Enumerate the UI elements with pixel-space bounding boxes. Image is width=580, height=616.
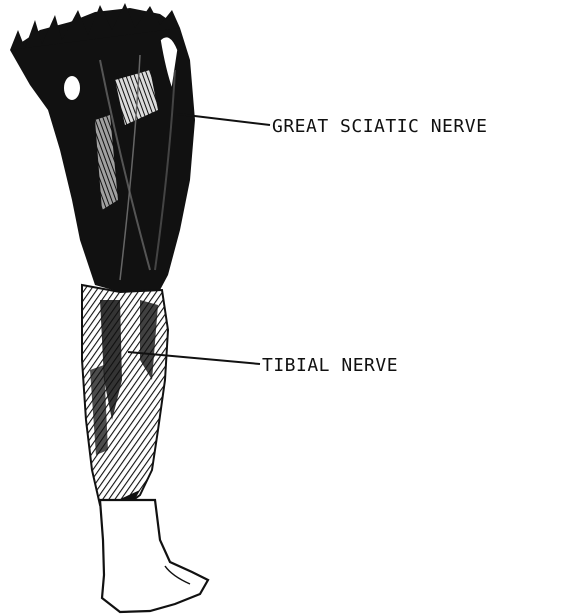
thigh-muscles: [10, 3, 195, 292]
tibial-nerve-label: TIBIAL NERVE: [262, 357, 398, 375]
great-sciatic-nerve-label: GREAT SCIATIC NERVE: [272, 118, 487, 136]
foot-outline: [100, 500, 208, 612]
calf-muscles: [82, 285, 168, 512]
